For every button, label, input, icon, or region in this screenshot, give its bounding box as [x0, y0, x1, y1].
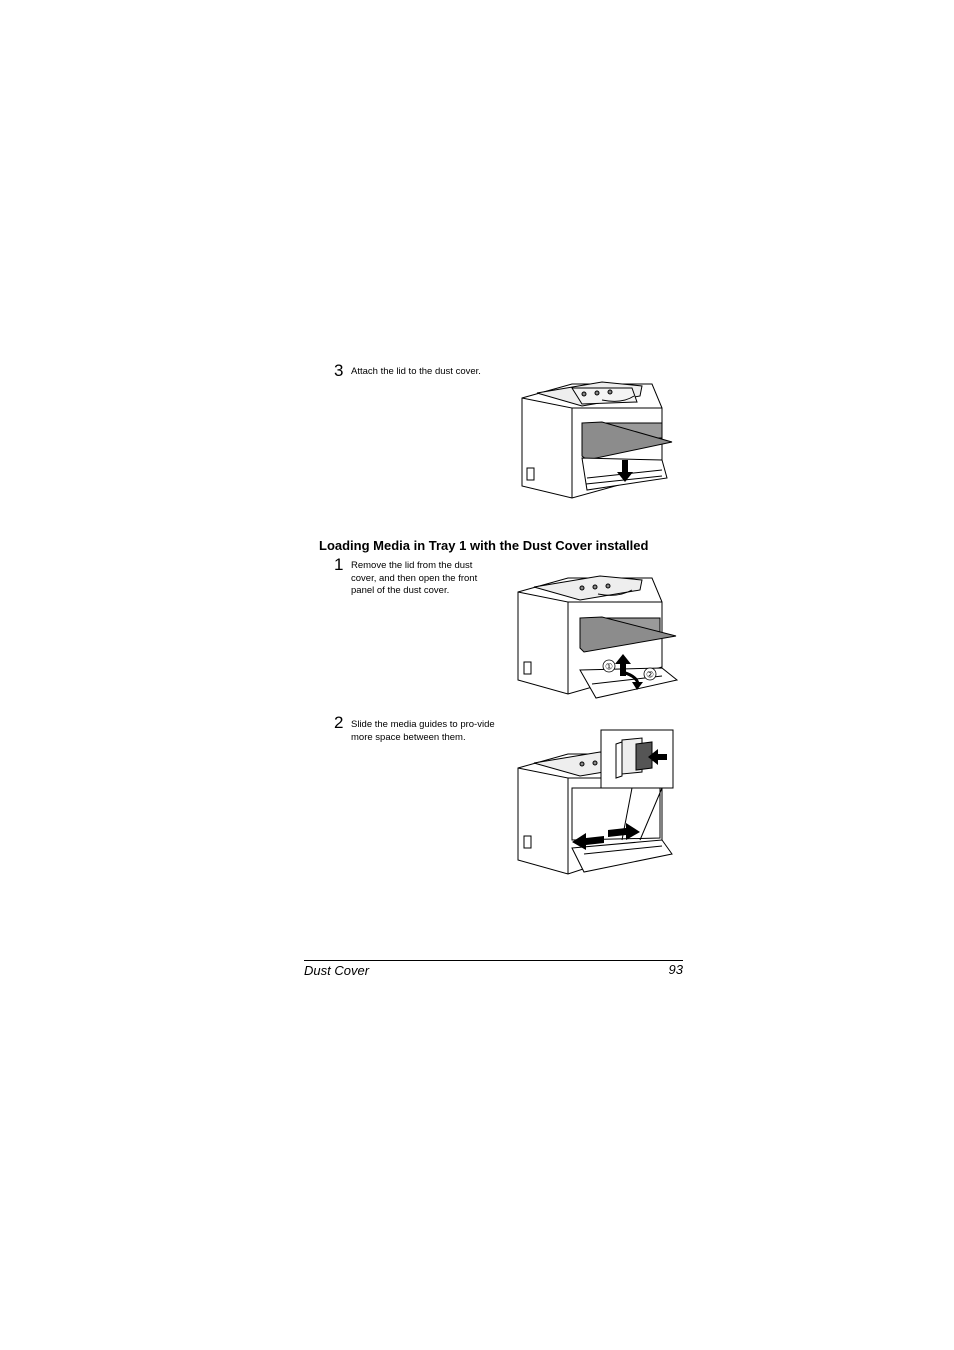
left-arrow-inset-icon	[648, 749, 667, 765]
footer-rule	[304, 960, 683, 961]
printer-remove-lid-illustration: ① ②	[517, 575, 679, 699]
step-2-text: Slide the media guides to pro-vide more …	[351, 719, 495, 743]
left-arrow-icon	[572, 833, 604, 850]
curved-down-arrow-icon	[621, 670, 643, 690]
printer-lid-attach-illustration	[521, 381, 673, 499]
up-arrow-icon	[615, 654, 631, 676]
right-arrow-icon	[608, 823, 640, 840]
step-3-number: 3	[334, 361, 344, 380]
step-3-text: Attach the lid to the dust cover.	[351, 366, 481, 377]
step-1-number: 1	[334, 555, 344, 574]
callout-2-label: ②	[646, 671, 654, 681]
footer-section-title: Dust Cover	[304, 963, 370, 978]
footer-page-number: 93	[668, 962, 683, 977]
step-2-number: 2	[334, 713, 344, 732]
section-heading: Loading Media in Tray 1 with the Dust Co…	[319, 538, 649, 553]
down-arrow-icon	[617, 460, 633, 482]
printer-media-guides-illustration	[517, 729, 674, 875]
callout-1-label: ①	[605, 663, 613, 673]
step-1-text: Remove the lid from the dust cover, and …	[351, 560, 478, 596]
